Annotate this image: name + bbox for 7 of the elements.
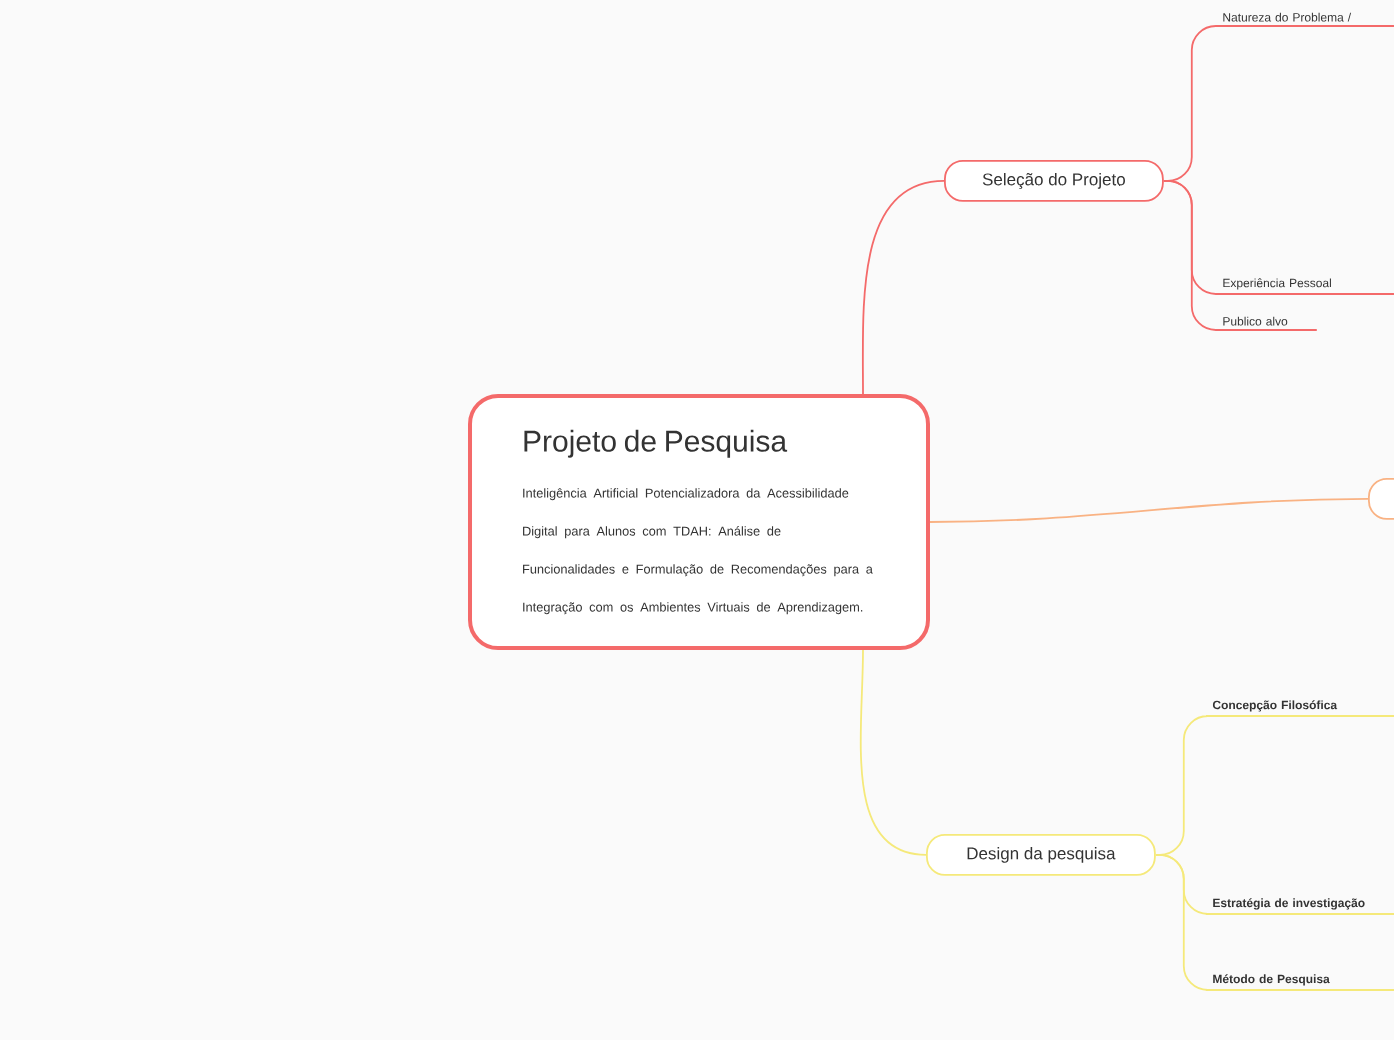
connector-line bbox=[861, 180, 945, 395]
connector-line bbox=[859, 649, 927, 856]
connector-line bbox=[1154, 854, 1209, 991]
connector-line bbox=[1162, 180, 1217, 331]
topic-box: Seleção do Projeto bbox=[944, 160, 1164, 202]
connector-line bbox=[929, 498, 1369, 523]
topic-box: Design da pesquisa bbox=[926, 834, 1156, 876]
